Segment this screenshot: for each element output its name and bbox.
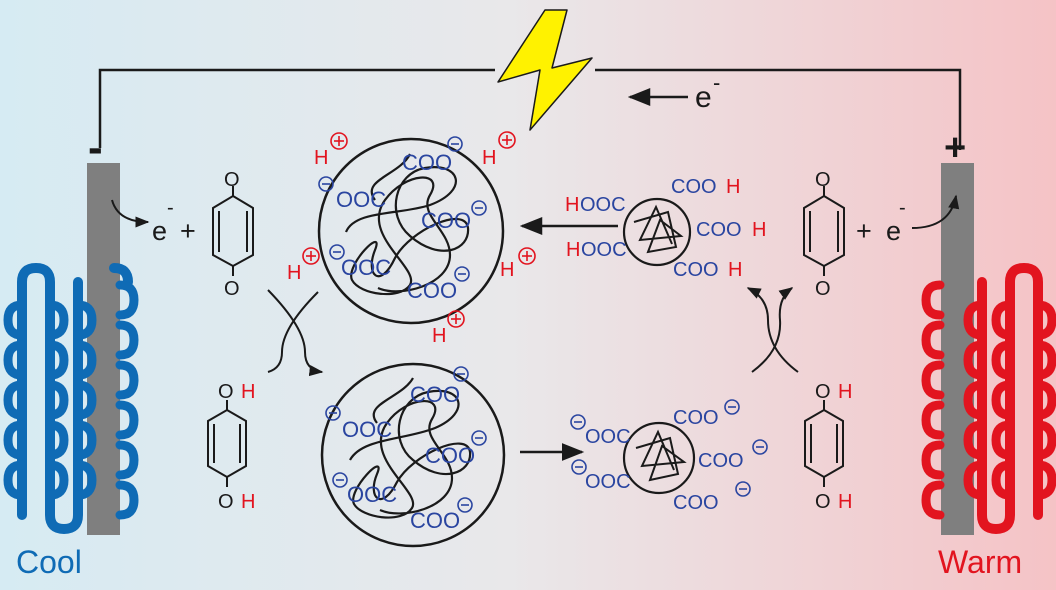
hydroquinone-left: O H O H [207, 381, 255, 513]
svg-text:OOC: OOC [580, 194, 626, 216]
cold-electrode-e: e [152, 216, 167, 246]
cold-electrode-e-minus: - [167, 197, 174, 219]
redox-arrow-right-1 [751, 287, 794, 373]
svg-text:O: O [815, 491, 831, 513]
svg-text:OOC: OOC [585, 471, 631, 493]
svg-text:O: O [224, 278, 240, 300]
svg-text:O: O [815, 169, 831, 191]
svg-text:COO: COO [673, 259, 719, 281]
svg-text:H: H [565, 194, 579, 216]
bottom-polymer-groups: COO OOC COO OOC COO [342, 382, 475, 533]
redox-arrow-right-2 [746, 287, 799, 373]
top-small-polymer-groups: COO H H OOC COO H H OOC COO H [565, 176, 766, 281]
svg-text:O: O [815, 381, 831, 403]
svg-text:H: H [838, 381, 852, 403]
svg-text:COO: COO [421, 208, 471, 233]
svg-text:COO: COO [696, 219, 742, 241]
cold-electrode-plus: + [180, 216, 196, 246]
collapsed-polymer-bottom [622, 421, 696, 495]
lightning-bolt-icon [497, 9, 593, 131]
hydroquinone-right: O H O H [804, 381, 852, 513]
expanded-polymer-top [317, 137, 505, 325]
cooling-coil-right-loops [115, 280, 139, 520]
svg-text:COO: COO [425, 443, 475, 468]
svg-text:COO: COO [407, 278, 457, 303]
svg-text:COO: COO [402, 150, 452, 175]
svg-text:OOC: OOC [336, 187, 386, 212]
svg-text:OOC: OOC [585, 426, 631, 448]
cooling-coil-left-loops [3, 300, 27, 500]
svg-text:H: H [838, 491, 852, 513]
electron-flow-e: e [695, 81, 712, 114]
bottom-small-polymer-groups: COO OOC COO OOC COO [585, 407, 744, 514]
redox-arrow-left-1 [267, 289, 324, 377]
cooling-coil-icon [17, 262, 133, 535]
warm-label: Warm [938, 544, 1022, 580]
svg-text:H: H [482, 147, 496, 169]
svg-text:O: O [224, 169, 240, 191]
svg-text:COO: COO [673, 492, 719, 514]
cold-electrode-electron-arrow [111, 199, 150, 228]
svg-text:COO: COO [673, 407, 719, 429]
cathode-plus-sign: + [944, 127, 966, 169]
svg-text:COO: COO [698, 450, 744, 472]
hot-electrode-electron-arrow [911, 194, 960, 229]
svg-text:OOC: OOC [341, 255, 391, 280]
bottom-small-negative-charges [570, 399, 768, 497]
svg-text:OOC: OOC [581, 239, 627, 261]
svg-text:COO: COO [410, 382, 460, 407]
external-circuit-wire [98, 68, 962, 150]
electron-flow-minus: - [713, 70, 720, 95]
svg-text:H: H [566, 239, 580, 261]
benzoquinone-left: O O [212, 169, 254, 300]
hot-electrode-e-minus: - [899, 197, 906, 219]
top-proton-plus-signs [302, 131, 536, 328]
hot-electrode-plus: + [856, 216, 872, 246]
bottom-negative-charges [325, 366, 487, 513]
svg-text:O: O [218, 491, 234, 513]
svg-text:O: O [815, 278, 831, 300]
svg-text:H: H [752, 219, 766, 241]
cool-label: Cool [16, 544, 82, 580]
svg-text:O: O [218, 381, 234, 403]
svg-text:H: H [500, 259, 514, 281]
top-negative-charges [318, 136, 487, 282]
benzoquinone-right: O O [803, 169, 845, 300]
svg-text:OOC: OOC [342, 417, 392, 442]
heating-coil-loops [921, 280, 1056, 520]
svg-text:COO: COO [671, 176, 717, 198]
svg-text:COO: COO [410, 508, 460, 533]
top-protons: H H H H H [287, 147, 514, 347]
cooling-coil-inner-loops [45, 300, 97, 500]
svg-text:H: H [241, 381, 255, 403]
svg-text:OOC: OOC [347, 482, 397, 507]
svg-text:H: H [726, 176, 740, 198]
svg-text:H: H [432, 325, 446, 347]
anode-minus-sign: - [88, 123, 103, 172]
heating-coil-icon [977, 262, 1043, 535]
top-polymer-groups: COO OOC COO OOC COO [336, 150, 471, 303]
hot-electrode-e: e [886, 216, 901, 246]
svg-text:H: H [287, 262, 301, 284]
redox-arrow-left-2 [267, 291, 319, 373]
expanded-polymer-bottom [320, 362, 506, 548]
svg-text:H: H [314, 147, 328, 169]
svg-text:H: H [241, 491, 255, 513]
collapsed-polymer-top [622, 197, 692, 267]
svg-text:H: H [728, 259, 742, 281]
